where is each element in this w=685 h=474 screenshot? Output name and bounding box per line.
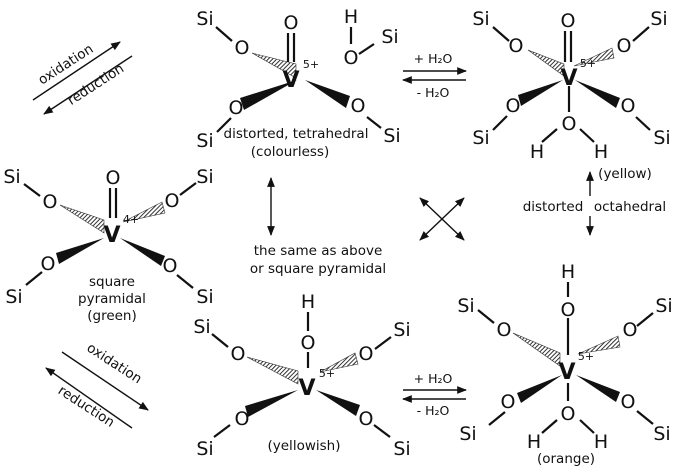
atom-si: Si [457,295,474,317]
charge-label: 4+ [123,213,139,226]
atom-o: O [351,95,366,117]
atom-v: V [558,360,575,385]
atom-h: H [527,431,541,453]
atom-o: O [43,191,58,213]
atom-o: O [301,332,316,354]
charge-label: 5+ [580,57,596,70]
atom-si: Si [196,286,213,308]
colour-label: (yellowish) [268,438,341,454]
atom-o: O [621,95,636,117]
atom-h: H [530,141,544,163]
atom-h: H [561,261,575,283]
charge-label: 5+ [578,350,594,363]
atom-o: O [562,113,577,135]
atom-si: Si [655,295,672,317]
atom-h: H [594,431,608,453]
oxidation-reduction-top: oxidation reduction [32,41,133,115]
atom-v: V [103,223,120,248]
atom-si: Si [393,319,410,341]
atom-v: V [560,66,577,91]
atom-h: H [344,6,358,28]
atom-o: O [163,255,178,277]
atom-si: Si [650,8,667,30]
atom-si: Si [196,130,213,152]
atom-o: O [344,47,359,69]
geometry-label: distorted, tetrahedral [224,126,369,142]
atom-si: Si [196,8,213,30]
colour-label: (yellow) [598,166,652,182]
vertical-arrow-center: the same as above or square pyramidal [250,177,386,277]
atom-o: O [235,37,250,59]
solid-wedge-bond [240,80,297,110]
cross-arrows [419,197,465,241]
reduction-label: reduction [55,383,117,431]
atom-o: O [359,343,374,365]
solid-wedge-bond [305,80,350,108]
atom-v: V [298,376,315,401]
hydration-equilibrium-bottom: + H₂O - H₂O [402,371,467,418]
atom-o: O [229,97,244,119]
atom-o: O [623,319,638,341]
charge-label: 5+ [303,58,319,71]
atom-si: Si [393,438,410,460]
atom-o: O [41,253,56,275]
colour-label: (colourless) [251,144,329,160]
atom-si: Si [381,26,398,48]
atom-si: Si [472,8,489,30]
atom-si: Si [472,127,489,149]
atom-si: Si [459,423,476,445]
atom-si: Si [653,423,670,445]
oxidation-label: oxidation [84,340,145,387]
atom-o: O [165,190,180,212]
atom-o: O [106,167,121,189]
vertical-arrow-right: distorted octahedral [518,171,668,236]
distorted-label: distorted [523,199,584,215]
atom-si: Si [3,166,20,188]
atom-o: O [284,12,299,34]
atom-si: Si [383,125,400,147]
atom-h: H [594,141,608,163]
atom-o: O [509,35,524,57]
molecule-octahedral-yellow: Si O O O Si V 5+ O O O Si Si H H (yellow… [472,8,670,182]
oxidation-reduction-bottom: oxidation reduction [45,340,149,431]
molecule-tetrahedral: Si O O V 5+ O O Si Si H O Si distorted, … [196,6,400,160]
geometry-label: pyramidal [78,291,146,307]
charge-label: 5+ [319,367,335,380]
atom-o: O [501,391,516,413]
atom-o: O [561,299,576,321]
colour-label: (orange) [537,451,595,467]
square-pyramidal-label: or square pyramidal [250,261,386,277]
atom-o: O [235,408,250,430]
atom-h: H [301,291,315,313]
minus-water-label: - H₂O [417,85,450,100]
molecule-orange: H O Si O O Si V 5+ O O O Si Si H H (oran… [457,261,672,467]
colour-label: (green) [87,308,137,324]
plus-water-label: + H₂O [414,51,453,66]
atom-o: O [617,35,632,57]
atom-si: Si [193,316,210,338]
geometry-label: square [89,274,135,290]
hashed-wedge-bond [251,52,297,79]
atom-o: O [561,10,576,32]
atom-si: Si [196,438,213,460]
atom-si: Si [653,127,670,149]
atom-o: O [561,403,576,425]
atom-o: O [497,319,512,341]
atom-o: O [621,391,636,413]
molecule-square-pyramidal: Si O O O Si V 4+ O O Si Si square pyrami… [3,166,213,324]
atom-o: O [231,343,246,365]
plus-water-label: + H₂O [414,371,453,386]
atom-si: Si [5,286,22,308]
minus-water-label: - H₂O [417,403,450,418]
atom-si: Si [196,166,213,188]
atom-o: O [506,95,521,117]
octahedral-label: octahedral [594,199,666,215]
atom-o: O [359,408,374,430]
molecule-yellowish: H O Si O O Si V 5+ O O Si Si (yellowish) [193,291,410,460]
atom-v: V [282,68,299,93]
same-as-above-label: the same as above [254,243,383,259]
hydration-equilibrium-top: + H₂O - H₂O [402,51,467,100]
